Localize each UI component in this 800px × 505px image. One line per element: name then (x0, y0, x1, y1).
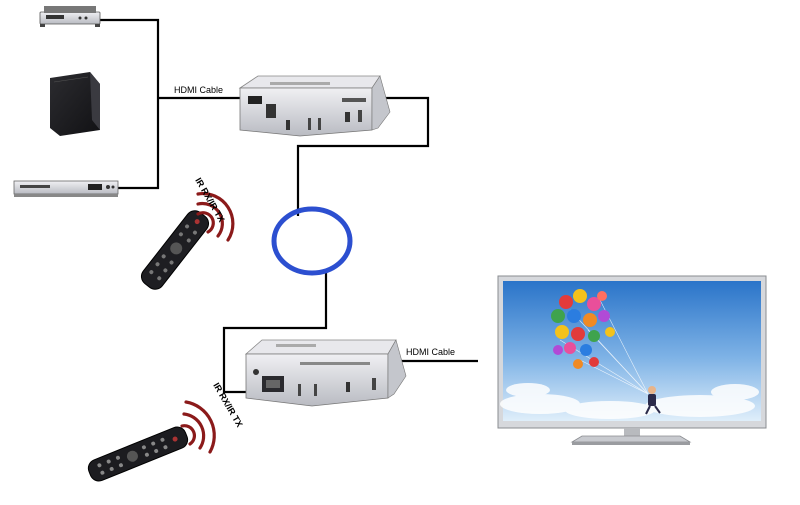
hdmi-cable-label-top: HDMI Cable (174, 85, 223, 95)
tx-to-loop-wire (296, 96, 430, 216)
remote-control-icon (87, 426, 189, 482)
set-top-box-icon (50, 72, 100, 136)
ir-waves-bottom (180, 400, 216, 454)
hdmi-extender-receiver (244, 339, 407, 407)
hdmi-cable-label-bottom: HDMI Cable (406, 347, 455, 357)
ir-waves-top (196, 192, 235, 242)
ir-label-bottom: IR RX/IR TX (211, 381, 244, 429)
source-bus-wire (92, 18, 160, 190)
dvd-player-icon (13, 180, 119, 197)
tv-icon (497, 275, 767, 445)
hdmi-extender-transmitter (238, 75, 391, 137)
satellite-receiver-icon (39, 6, 101, 27)
balloons-image (551, 289, 661, 415)
remote-control-icon (140, 210, 210, 290)
network-cable-loop (271, 206, 353, 276)
loop-to-rx-wire (222, 270, 328, 394)
wiring (92, 18, 478, 394)
